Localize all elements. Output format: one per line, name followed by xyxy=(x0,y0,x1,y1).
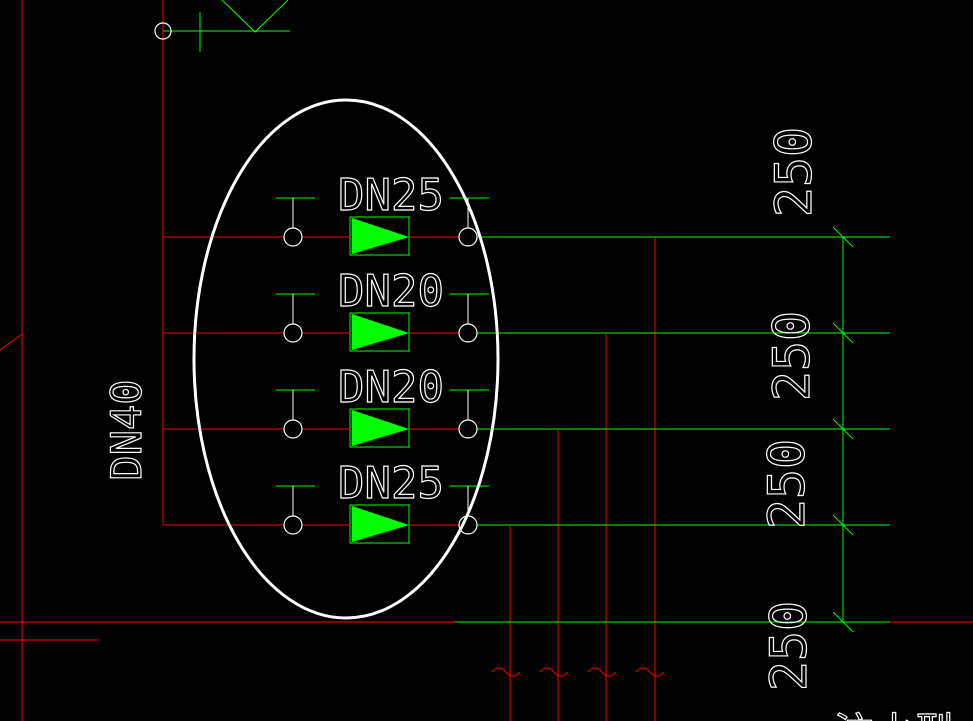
pipe-fitting-icon xyxy=(458,419,478,439)
main-pipe-label: DN40 xyxy=(102,379,151,480)
check-valve-icon xyxy=(352,506,409,542)
pipe-fitting-icon xyxy=(283,227,303,247)
branch-label-2: DN20 xyxy=(338,266,444,317)
bottom-partial-label: 注水型 xyxy=(834,710,954,721)
branch-label-3: DN20 xyxy=(338,362,444,413)
pipe-fitting-icon xyxy=(283,515,303,535)
pipe-fitting-icon xyxy=(154,22,172,40)
green-dimension-lines xyxy=(163,0,890,633)
dimension-label-2: 250 xyxy=(763,311,821,401)
pipe-fitting-icon xyxy=(458,227,478,247)
branch-label-4: DN25 xyxy=(338,458,444,509)
check-valve-icon xyxy=(352,314,409,350)
highlight-ellipse xyxy=(192,98,500,620)
check-valve-icon xyxy=(352,410,409,446)
dimension-label-3: 250 xyxy=(758,439,816,529)
branch-group xyxy=(276,197,489,544)
branch-label-1: DN25 xyxy=(338,170,444,221)
dimension-label-4: 250 xyxy=(760,601,818,691)
pipe-fitting-icon xyxy=(458,323,478,343)
pipe-fitting-icon xyxy=(283,419,303,439)
pipe-fitting-icon xyxy=(283,323,303,343)
dimension-label-1: 250 xyxy=(765,127,823,217)
check-valve-icon xyxy=(352,218,409,254)
